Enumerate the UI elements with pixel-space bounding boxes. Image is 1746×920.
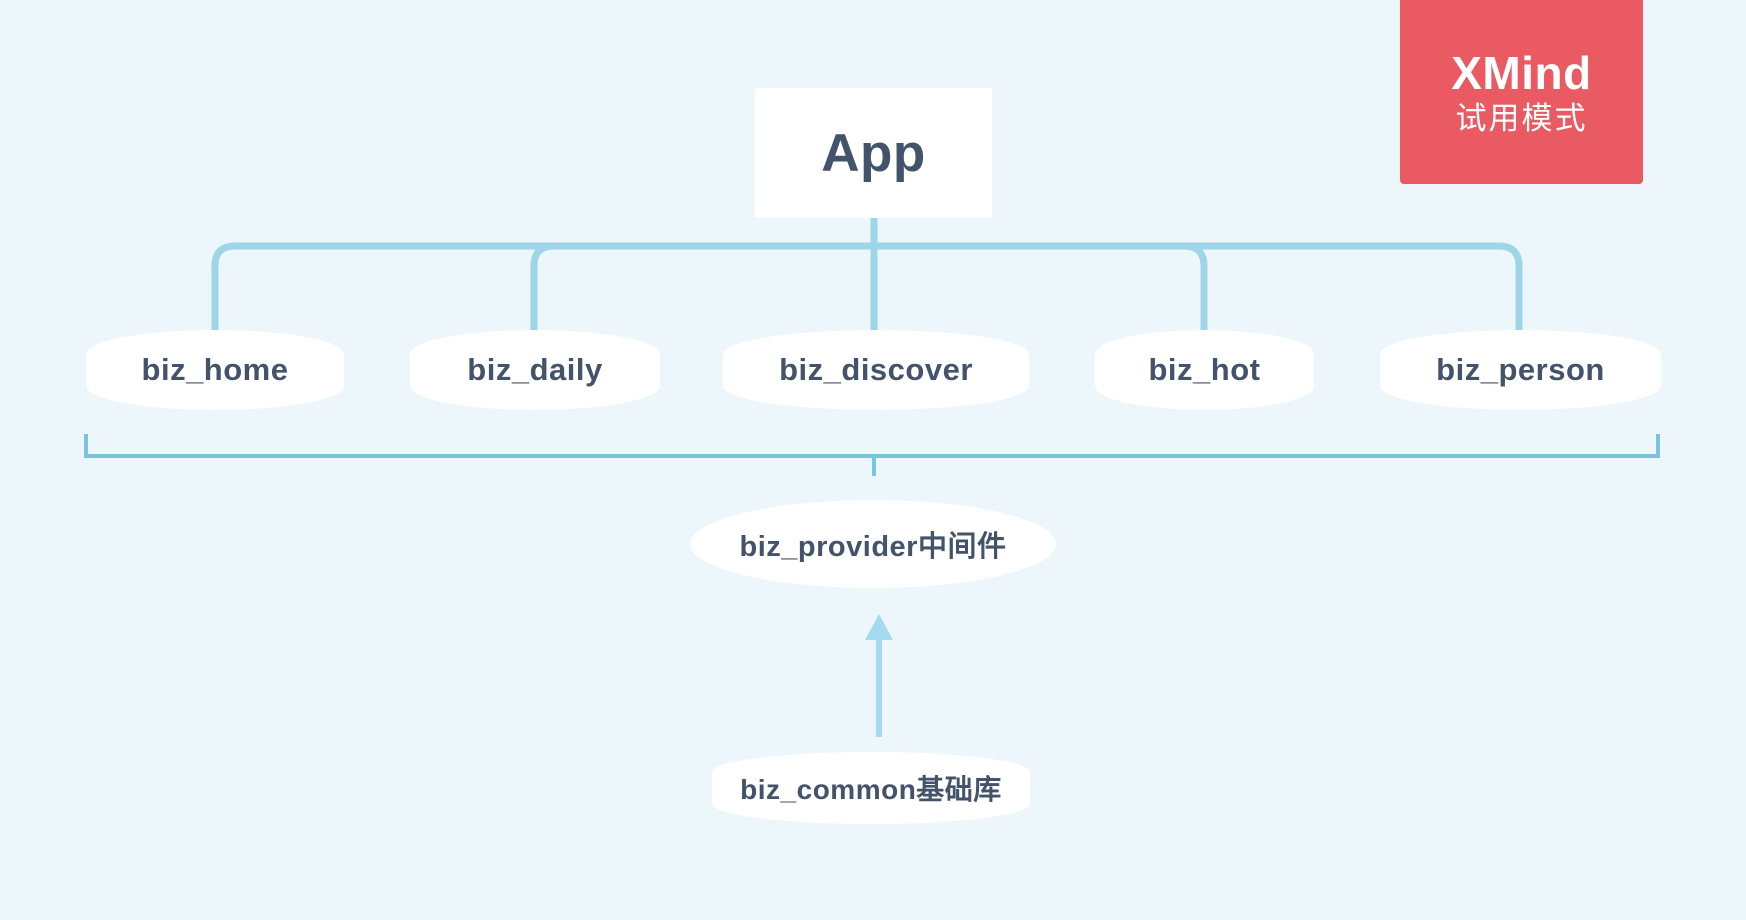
node-app[interactable]: App xyxy=(755,88,992,218)
node-biz-home[interactable]: biz_home xyxy=(86,330,344,410)
node-biz-daily-label: biz_daily xyxy=(467,352,603,387)
connector-common-arrow-head xyxy=(865,614,893,640)
xmind-wordmark: XMind xyxy=(1451,46,1592,99)
node-biz-provider-label: biz_provider中间件 xyxy=(739,531,1007,563)
connector-bus-daily xyxy=(530,242,874,330)
connector-bus-right xyxy=(874,242,1523,330)
node-biz-provider[interactable]: biz_provider中间件 xyxy=(690,500,1056,588)
xmind-trial-subtitle: 试用模式 xyxy=(1455,100,1588,136)
node-biz-discover-label: biz_discover xyxy=(779,352,973,387)
connector-bus-hot xyxy=(874,242,1208,330)
node-biz-discover[interactable]: biz_discover xyxy=(723,330,1029,410)
connector-bottom-bracket xyxy=(84,434,1660,458)
node-biz-hot[interactable]: biz_hot xyxy=(1095,330,1314,410)
xmind-trial-watermark: XMind 试用模式 xyxy=(1400,0,1643,184)
node-biz-hot-label: biz_hot xyxy=(1148,352,1261,387)
node-biz-daily[interactable]: biz_daily xyxy=(410,330,660,410)
node-biz-common[interactable]: biz_common基础库 xyxy=(712,752,1030,824)
node-biz-common-label: biz_common基础库 xyxy=(740,774,1002,805)
node-biz-home-label: biz_home xyxy=(141,352,289,387)
connector-bus-left xyxy=(211,242,874,330)
node-biz-person[interactable]: biz_person xyxy=(1380,330,1661,410)
node-biz-person-label: biz_person xyxy=(1436,352,1605,387)
node-app-label: App xyxy=(821,123,926,183)
